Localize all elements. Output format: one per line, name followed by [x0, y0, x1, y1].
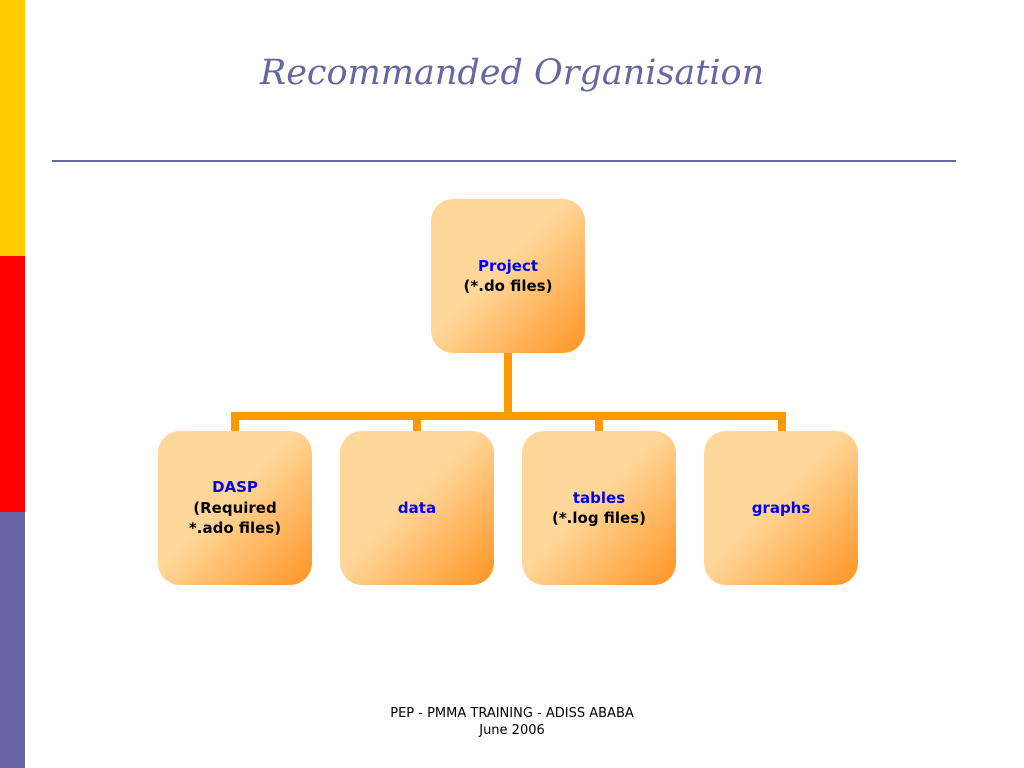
side-color-bar: [0, 0, 25, 768]
drop-connector-tables: [595, 412, 603, 433]
horizontal-bus-connector: [231, 412, 786, 420]
org-node-desc: (Required *.ado files): [188, 498, 282, 538]
footer-line-1: PEP - PMMA TRAINING - ADISS ABABA: [390, 706, 634, 721]
side-bar-red-segment: [0, 256, 25, 512]
org-node-name: Project: [477, 256, 539, 275]
slide-footer: PEP - PMMA TRAINING - ADISS ABABA June 2…: [0, 705, 1024, 739]
drop-connector-dasp: [231, 412, 239, 433]
org-node-desc: (*.log files): [551, 509, 647, 527]
org-node-graphs: graphs: [704, 431, 858, 585]
footer-line-2: June 2006: [479, 723, 545, 738]
org-node-name: DASP: [212, 478, 258, 497]
drop-connector-graphs: [778, 412, 786, 433]
drop-connector-data: [413, 412, 421, 433]
org-node-name: data: [397, 498, 437, 517]
root-stem-connector: [504, 352, 512, 414]
org-node-name: graphs: [751, 498, 811, 517]
org-node-desc: (*.do files): [463, 277, 553, 295]
org-node-name: tables: [572, 488, 626, 507]
title-divider: [52, 160, 956, 162]
org-node-tables: tables (*.log files): [522, 431, 676, 585]
org-node-data: data: [340, 431, 494, 585]
side-bar-yellow-segment: [0, 0, 25, 256]
side-bar-blue-segment: [0, 512, 25, 768]
org-node-project: Project (*.do files): [431, 199, 585, 353]
slide-title: Recommanded Organisation: [259, 53, 765, 93]
org-node-dasp: DASP (Required *.ado files): [158, 431, 312, 585]
